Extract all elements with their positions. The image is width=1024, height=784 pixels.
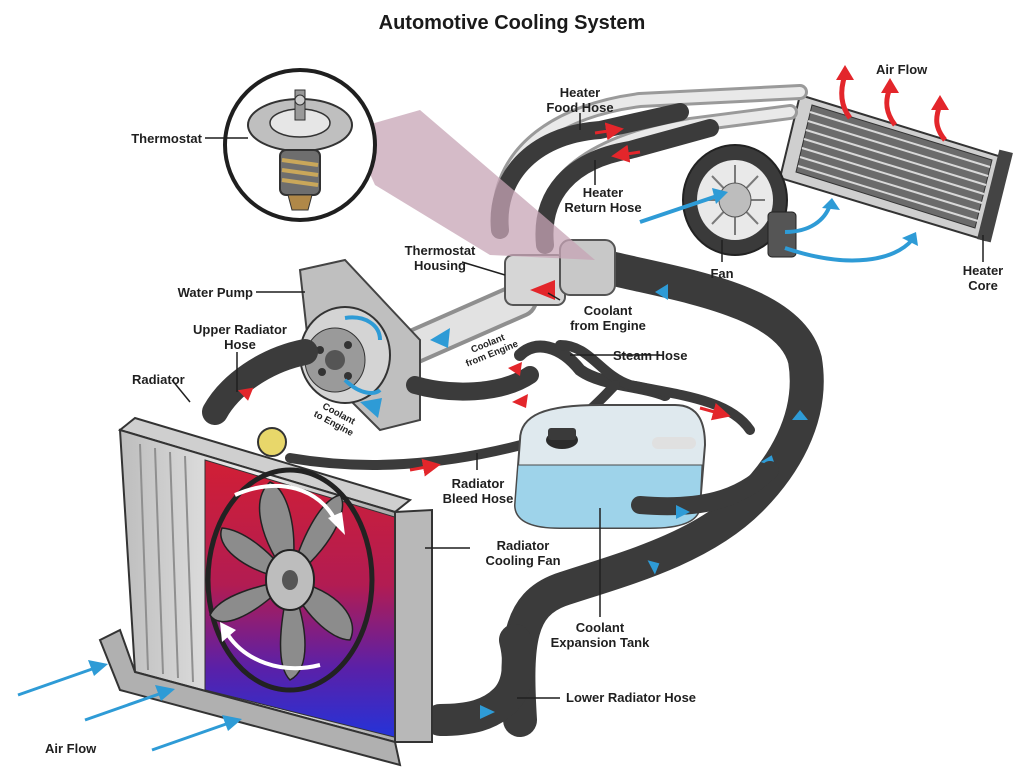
flow-arrow bbox=[237, 387, 254, 401]
flow-arrow bbox=[594, 122, 624, 141]
label-line: Cooling Fan bbox=[485, 553, 561, 568]
label-line: Return Hose bbox=[564, 200, 642, 215]
label-line: Heater bbox=[582, 185, 624, 200]
main-return-hose bbox=[501, 251, 824, 737]
water-pump bbox=[298, 258, 421, 432]
label-thermostat-housing: Thermostat Housing bbox=[385, 243, 495, 273]
label-steam-hose: Steam Hose bbox=[613, 348, 688, 363]
label-line: Heater bbox=[962, 263, 1004, 278]
label-radiator-cooling-fan: Radiator Cooling Fan bbox=[473, 538, 573, 568]
label-line: Heater bbox=[559, 85, 601, 100]
label-fan: Fan bbox=[710, 266, 734, 281]
label-thermostat: Thermostat bbox=[131, 131, 202, 146]
air-flow-arrowheads-top bbox=[836, 65, 949, 110]
label-heater-food-hose: Heater Food Hose bbox=[525, 85, 635, 115]
flow-arrow bbox=[430, 328, 450, 348]
fan-airflow-arrowheads bbox=[712, 188, 918, 246]
flow-arrow bbox=[409, 458, 441, 477]
flow-arrow bbox=[611, 144, 641, 163]
label-line: Expansion Tank bbox=[550, 635, 650, 650]
label-line: Bleed Hose bbox=[442, 491, 514, 506]
upper-radiator-hose bbox=[202, 339, 318, 425]
label-line: from Engine bbox=[570, 318, 646, 333]
label-lower-radiator-hose: Lower Radiator Hose bbox=[566, 690, 697, 705]
heater-core bbox=[778, 93, 1013, 243]
label-air-flow-bottom: Air Flow bbox=[45, 741, 97, 756]
label-line: Hose bbox=[224, 337, 256, 352]
flow-arrow bbox=[508, 362, 522, 376]
diagram-title: Automotive Cooling System bbox=[378, 12, 646, 34]
label-line: Coolant bbox=[575, 620, 625, 635]
flow-arrow bbox=[676, 505, 690, 519]
label-line: Coolant bbox=[583, 303, 633, 318]
air-flow-arrowheads-bottom bbox=[88, 660, 242, 731]
coolant-from-engine-arrow bbox=[530, 280, 555, 300]
label-line: Upper Radiator bbox=[193, 322, 287, 337]
radiator-cooling-fan bbox=[205, 467, 375, 693]
blower-fan bbox=[682, 144, 797, 258]
label-line: Core bbox=[968, 278, 998, 293]
label-heater-core: Heater Core bbox=[950, 263, 1016, 293]
thermostat-callout bbox=[223, 68, 595, 260]
label-air-flow-top: Air Flow bbox=[876, 62, 928, 77]
label-coolant-expansion-tank: Coolant Expansion Tank bbox=[540, 620, 660, 650]
tank-outlet-hose bbox=[631, 461, 779, 516]
lower-radiator-hose bbox=[424, 624, 534, 736]
label-line: Radiator bbox=[496, 538, 550, 553]
flow-arrow bbox=[512, 394, 528, 408]
flow-arrow bbox=[480, 705, 495, 719]
label-radiator-bleed-hose: Radiator Bleed Hose bbox=[432, 476, 524, 506]
label-line: Radiator bbox=[451, 476, 505, 491]
label-line: Thermostat bbox=[404, 243, 476, 258]
label-radiator: Radiator bbox=[132, 372, 185, 387]
flow-arrow bbox=[699, 402, 731, 421]
label-line: Housing bbox=[414, 258, 466, 273]
label-upper-radiator-hose: Upper Radiator Hose bbox=[185, 322, 295, 352]
label-heater-return-hose: Heater Return Hose bbox=[548, 185, 658, 215]
leader-lines bbox=[171, 113, 984, 699]
label-water-pump: Water Pump bbox=[177, 285, 253, 300]
label-coolant-from-engine: Coolant from Engine bbox=[553, 303, 663, 333]
label-line: Food Hose bbox=[546, 100, 614, 115]
air-flow-arrows-bottom bbox=[17, 666, 230, 752]
